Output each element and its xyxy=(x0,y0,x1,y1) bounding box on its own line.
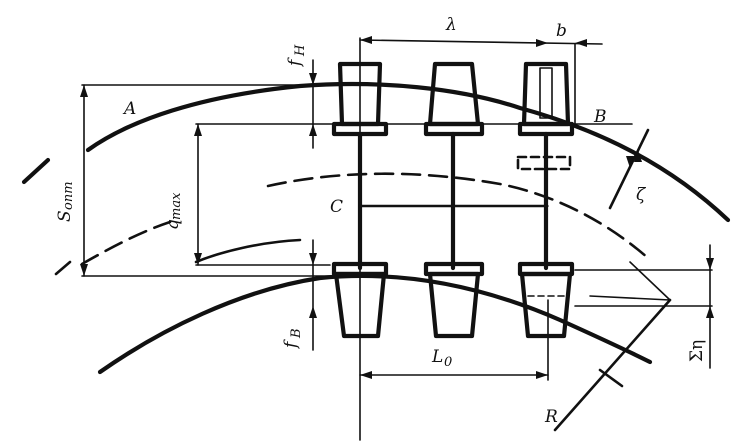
upper-roller-left xyxy=(331,61,389,137)
label-b-point: B xyxy=(593,107,607,127)
upper-track-curve xyxy=(85,81,731,223)
q-max-arrow-bottom xyxy=(194,253,202,265)
label-l0-sub: 0 xyxy=(444,355,452,370)
f-h-arrow-bottom xyxy=(309,124,317,136)
radius-line xyxy=(553,298,672,432)
upper-roller-right xyxy=(517,61,575,137)
lambda-dimension-line xyxy=(359,39,603,45)
f-h-arrow-top xyxy=(309,73,317,85)
left-tick-line xyxy=(21,157,51,185)
lower-roller-left xyxy=(331,261,389,339)
sum-eta-arrow-bottom xyxy=(706,306,714,318)
lambda-arrow-left xyxy=(360,36,372,44)
l0-arrow-left xyxy=(360,371,372,379)
lower-track-curve xyxy=(97,273,653,375)
b-arrow-left xyxy=(575,39,587,47)
s-opt-arrow-bottom xyxy=(80,264,88,276)
label-q-max-sub: max xyxy=(169,192,184,220)
label-f-b: f xyxy=(281,339,301,350)
label-r: R xyxy=(544,407,558,427)
s-opt-arrow-top xyxy=(80,85,88,97)
label-f-h: f xyxy=(285,57,305,68)
left-lower-stub xyxy=(54,260,72,276)
label-f-h-sub: H xyxy=(293,44,308,57)
lower-roller-middle xyxy=(423,261,485,339)
label-sum-eta: Ση xyxy=(687,340,707,362)
l0-arrow-right xyxy=(536,371,548,379)
label-c: C xyxy=(330,197,343,217)
q-max-arrow-top xyxy=(194,124,202,136)
label-a: A xyxy=(122,99,136,119)
dashed-roller-ghost xyxy=(516,155,572,171)
radius-chevron xyxy=(589,261,671,301)
label-b: b xyxy=(556,21,567,41)
label-f-b-sub: B xyxy=(289,328,304,339)
lower-left-dashed-arc xyxy=(80,220,172,266)
upper-roller-middle xyxy=(423,61,485,137)
sum-eta-arrow-top xyxy=(706,258,714,270)
label-lambda: λ xyxy=(445,15,457,35)
upper-inner-dashed-arc xyxy=(266,172,650,260)
f-b-arrow-bottom xyxy=(309,306,317,318)
zeta-arrow-upper xyxy=(634,150,642,162)
label-zeta: ζ xyxy=(636,185,647,205)
radius-tick xyxy=(598,368,624,388)
lambda-arrow-right xyxy=(536,39,548,47)
f-b-arrow-top xyxy=(309,253,317,265)
label-s-opt-sub: опт xyxy=(61,181,76,210)
zeta-arrow-lower xyxy=(626,156,634,168)
label-s-opt: S xyxy=(55,210,75,222)
zeta-marker-line xyxy=(608,128,650,210)
lower-roller-right xyxy=(517,261,575,339)
lower-inner-curve xyxy=(194,238,302,264)
label-l0: L xyxy=(431,347,443,367)
label-q-max: q xyxy=(163,219,183,230)
